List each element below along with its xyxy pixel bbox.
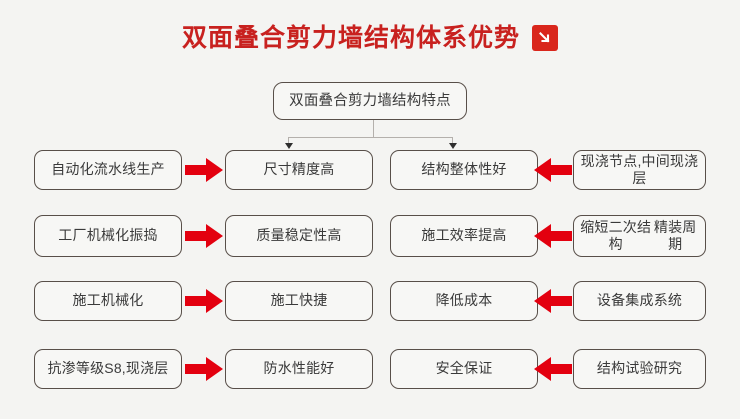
red-right-arrow-2: [185, 221, 223, 251]
cause-box-left-2[interactable]: 工厂机械化振捣: [34, 215, 182, 257]
red-right-arrow-1: [185, 155, 223, 185]
cause-box-left-1[interactable]: 自动化流水线生产: [34, 150, 182, 190]
page-title: 双面叠合剪力墙结构体系优势: [0, 18, 740, 58]
connector-drop-right: [452, 137, 454, 144]
cause-box-left-3[interactable]: 施工机械化: [34, 281, 182, 321]
root-node[interactable]: 双面叠合剪力墙结构特点: [273, 82, 467, 120]
connector-drop-left: [288, 137, 290, 144]
effect-box-left-3[interactable]: 施工快捷: [225, 281, 373, 321]
connector-arrowhead-right: [448, 143, 457, 149]
effect-box-left-1[interactable]: 尺寸精度高: [225, 150, 373, 190]
cause-box-right-2[interactable]: 缩短二次结构 精装周期: [573, 215, 706, 257]
page-title-text: 双面叠合剪力墙结构体系优势: [181, 23, 520, 52]
red-right-arrow-4: [185, 354, 223, 384]
connector-stem: [373, 120, 375, 138]
cause-box-right-3[interactable]: 设备集成系统: [573, 281, 706, 321]
red-right-arrow-3: [185, 286, 223, 316]
effect-box-right-3[interactable]: 降低成本: [390, 281, 538, 321]
connector-arrowhead-left: [284, 143, 293, 149]
cause-box-left-4[interactable]: 抗渗等级S8,现浇层: [34, 349, 182, 389]
effect-box-left-2[interactable]: 质量稳定性高: [225, 215, 373, 257]
red-left-arrow-2: [534, 221, 572, 251]
arrow-down-right-icon: [532, 25, 558, 51]
red-left-arrow-3: [534, 286, 572, 316]
cause-box-right-1[interactable]: 现浇节点,中间现浇层: [573, 150, 706, 190]
effect-box-left-4[interactable]: 防水性能好: [225, 349, 373, 389]
effect-box-right-2[interactable]: 施工效率提高: [390, 215, 538, 257]
cause-box-right-2-line2: 精装周期: [653, 218, 697, 253]
effect-box-right-1[interactable]: 结构整体性好: [390, 150, 538, 190]
red-left-arrow-1: [534, 155, 572, 185]
cause-box-right-2-line1: 缩短二次结构: [580, 218, 652, 253]
cause-box-right-4[interactable]: 结构试验研究: [573, 349, 706, 389]
effect-box-right-4[interactable]: 安全保证: [390, 349, 538, 389]
red-left-arrow-4: [534, 354, 572, 384]
connector-bar: [288, 136, 453, 138]
